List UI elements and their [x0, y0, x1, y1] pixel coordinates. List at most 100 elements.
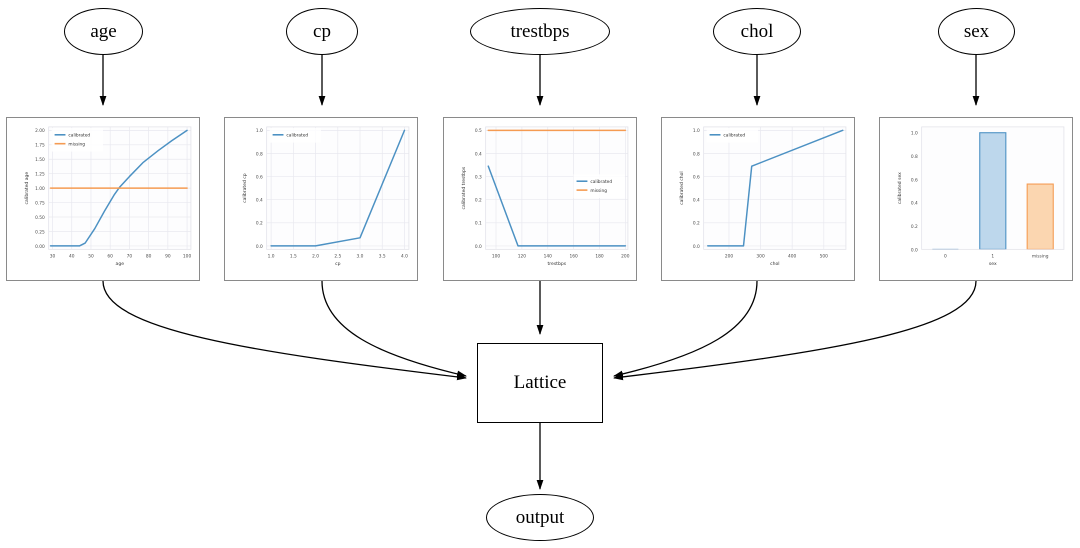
node-lattice[interactable]: Lattice — [477, 343, 603, 423]
svg-text:0.4: 0.4 — [911, 201, 918, 207]
node-cp[interactable]: cp — [286, 8, 358, 55]
legend-label-calibrated: calibrated — [68, 133, 90, 139]
svg-text:1.0: 1.0 — [911, 131, 918, 137]
svg-text:1.25: 1.25 — [35, 172, 45, 178]
legend-label-missing: missing — [68, 141, 85, 147]
svg-text:3.0: 3.0 — [357, 253, 364, 259]
xlabel: trestbps — [547, 261, 566, 267]
svg-text:0.0: 0.0 — [256, 244, 263, 250]
svg-text:1.50: 1.50 — [35, 157, 45, 163]
ylabel: calibrated chol — [679, 171, 685, 205]
edge-cpplot-to-lattice — [321, 280, 467, 378]
series-calibrated — [49, 129, 188, 247]
svg-text:1.0: 1.0 — [268, 253, 275, 259]
node-age-label: age — [90, 21, 117, 42]
edge-cholplot-to-lattice — [613, 280, 758, 378]
svg-text:3.5: 3.5 — [379, 253, 386, 259]
plot-cp: 0.0 0.2 0.4 0.6 0.8 1.0 1.0 1.5 2.0 2.5 3.0 3.5 4.0 c… — [242, 126, 410, 267]
svg-text:0.6: 0.6 — [693, 174, 700, 180]
svg-text:0.2: 0.2 — [475, 198, 482, 204]
xlabel: cp — [335, 262, 340, 267]
svg-text:0.6: 0.6 — [256, 174, 263, 180]
svg-text:4.0: 4.0 — [401, 253, 408, 259]
svg-text:100: 100 — [183, 253, 192, 259]
svg-text:0.2: 0.2 — [256, 221, 263, 227]
svg-text:0.2: 0.2 — [693, 221, 700, 227]
svg-text:1.00: 1.00 — [35, 186, 45, 192]
legend-label-calibrated: calibrated — [723, 133, 745, 139]
legend-label-calibrated: calibrated — [590, 179, 612, 185]
edge-sexplot-to-lattice — [613, 280, 977, 381]
node-trestbps[interactable]: trestbps — [470, 8, 610, 55]
svg-text:0.25: 0.25 — [35, 229, 45, 235]
svg-text:120: 120 — [518, 253, 527, 259]
node-cp-label: cp — [313, 21, 331, 42]
svg-text:1.75: 1.75 — [35, 143, 45, 149]
ylabel: calibrated age — [24, 172, 30, 205]
svg-text:500: 500 — [820, 253, 829, 259]
svg-text:0.8: 0.8 — [256, 151, 263, 157]
svg-text:0.4: 0.4 — [475, 151, 482, 157]
node-age[interactable]: age — [64, 8, 143, 55]
svg-text:0.6: 0.6 — [911, 177, 918, 183]
svg-text:2.5: 2.5 — [334, 253, 341, 259]
series-calibrated — [270, 129, 406, 247]
svg-text:180: 180 — [595, 253, 604, 259]
legend-label-calibrated: calibrated — [286, 133, 308, 139]
svg-text:90: 90 — [165, 253, 171, 259]
node-sex-label: sex — [963, 21, 990, 42]
svg-text:60: 60 — [107, 253, 113, 259]
svg-text:100: 100 — [492, 253, 501, 259]
svg-text:50: 50 — [88, 253, 94, 259]
svg-text:200: 200 — [621, 253, 630, 259]
svg-text:400: 400 — [788, 253, 797, 259]
node-chol-label: chol — [740, 21, 774, 42]
svg-text:2.00: 2.00 — [35, 128, 45, 134]
xlabel: sex — [989, 262, 997, 267]
svg-text:0.2: 0.2 — [911, 224, 918, 230]
xlabel: chol — [770, 261, 779, 267]
svg-text:1.5: 1.5 — [290, 253, 297, 259]
svg-text:1.0: 1.0 — [693, 128, 700, 134]
bar-1 — [979, 132, 1007, 250]
plot-bg — [703, 126, 846, 250]
svg-text:160: 160 — [569, 253, 578, 259]
ylabel: calibrated sex — [897, 172, 903, 204]
svg-text:300: 300 — [756, 253, 765, 259]
svg-text:40: 40 — [69, 253, 75, 259]
svg-text:0.5: 0.5 — [475, 128, 482, 134]
svg-text:0.00: 0.00 — [35, 244, 45, 250]
svg-text:0.1: 0.1 — [475, 221, 482, 227]
svg-text:0.0: 0.0 — [475, 244, 482, 250]
edge-ageplot-to-lattice — [102, 280, 467, 381]
svg-text:0: 0 — [944, 253, 947, 259]
svg-text:0.4: 0.4 — [693, 198, 700, 204]
svg-text:0.0: 0.0 — [911, 247, 918, 253]
node-sex[interactable]: sex — [938, 8, 1015, 55]
node-lattice-label: Lattice — [513, 372, 567, 393]
plot-panel-trestbps[interactable]: 0.0 0.1 0.2 0.3 0.4 0.5 100 120 140 160 180 200 tres… — [443, 117, 637, 281]
svg-text:missing: missing — [1032, 253, 1049, 259]
node-output-label: output — [515, 507, 565, 528]
ylabel: calibrated trestbps — [461, 166, 467, 209]
svg-text:200: 200 — [725, 253, 734, 259]
svg-text:140: 140 — [544, 253, 553, 259]
xlabel: age — [116, 262, 125, 267]
svg-text:0.4: 0.4 — [256, 198, 263, 204]
plot-trestbps: 0.0 0.1 0.2 0.3 0.4 0.5 100 120 140 160 180 200 tres… — [461, 126, 630, 267]
node-chol[interactable]: chol — [713, 8, 801, 55]
plot-panel-cp[interactable]: 0.0 0.2 0.4 0.6 0.8 1.0 1.0 1.5 2.0 2.5 3.0 3.5 4.0 c… — [224, 117, 418, 281]
node-output[interactable]: output — [486, 494, 594, 541]
svg-text:80: 80 — [146, 253, 152, 259]
svg-text:70: 70 — [127, 253, 133, 259]
svg-text:0.3: 0.3 — [475, 174, 482, 180]
svg-text:1.0: 1.0 — [256, 128, 263, 134]
svg-text:2.0: 2.0 — [312, 253, 319, 259]
